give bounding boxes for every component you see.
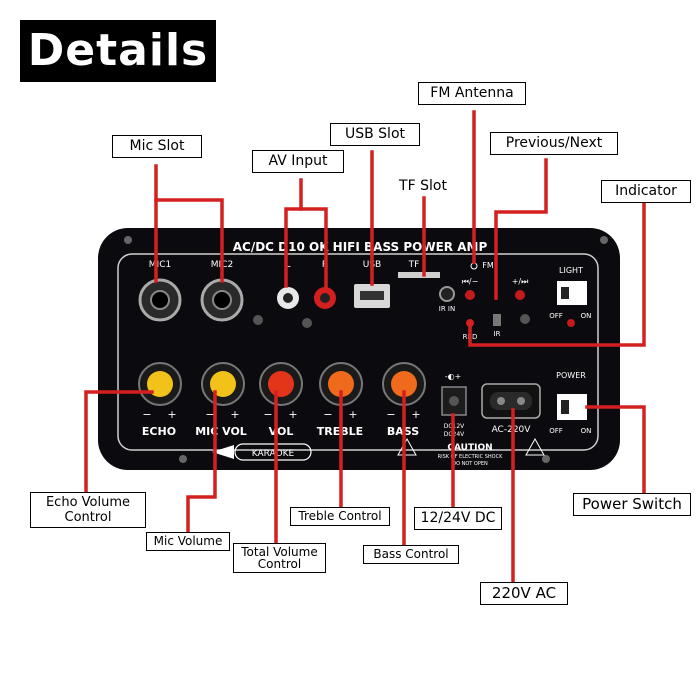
label-treble-control: Treble Control bbox=[290, 507, 390, 526]
label-220v-ac: 220V AC bbox=[480, 582, 568, 605]
karaoke-label: KARAOKE bbox=[252, 449, 295, 459]
svg-text:+: + bbox=[411, 408, 420, 421]
light-off-label: OFF bbox=[549, 312, 563, 320]
bass-knob bbox=[382, 362, 426, 406]
svg-text:+: + bbox=[288, 408, 297, 421]
svg-text:−: − bbox=[205, 408, 214, 421]
label-12-24v-dc: 12/24V DC bbox=[414, 507, 502, 530]
ir-label: IR bbox=[494, 330, 501, 338]
treble-knob bbox=[319, 362, 363, 406]
power-on-label: ON bbox=[581, 427, 592, 435]
page-title: Details bbox=[20, 20, 216, 82]
label-power-switch: Power Switch bbox=[573, 493, 691, 516]
svg-text:−: − bbox=[263, 408, 272, 421]
echo-board-label: ECHO bbox=[142, 425, 176, 438]
label-bass-control: Bass Control bbox=[363, 545, 459, 564]
label-echo-volume-control: Echo Volume Control bbox=[30, 492, 146, 528]
leader-av-input bbox=[284, 178, 303, 288]
label-fm-antenna: FM Antenna bbox=[418, 82, 526, 105]
label-indicator: Indicator bbox=[601, 180, 691, 203]
screw-bottom-left bbox=[179, 455, 187, 463]
label-total-volume-control: Total Volume Control bbox=[233, 543, 326, 573]
svg-text:-◐+: -◐+ bbox=[445, 372, 462, 381]
ir-in-jack bbox=[439, 286, 455, 302]
caution-sub-1: RISK OF ELECTRIC SHOCK bbox=[438, 454, 503, 460]
label-mic-slot: Mic Slot bbox=[112, 135, 202, 158]
screw-top-left bbox=[124, 236, 132, 244]
light-on-label: ON bbox=[581, 312, 592, 320]
prev-label: ⏮/− bbox=[462, 277, 479, 286]
av-l-label: L bbox=[285, 260, 290, 270]
echo-knob bbox=[138, 362, 182, 406]
screw-top-right bbox=[600, 236, 608, 244]
leader-echo bbox=[84, 390, 154, 494]
board-inner-frame bbox=[117, 253, 599, 451]
svg-text:−: − bbox=[323, 408, 332, 421]
vol-knob bbox=[259, 362, 303, 406]
power-off-label: OFF bbox=[549, 427, 563, 435]
caution-label: CAUTION bbox=[447, 443, 492, 453]
fm-label: FM bbox=[482, 261, 494, 270]
mic-vol-board-label: MIC VOL bbox=[195, 425, 247, 438]
leader-indicator bbox=[468, 202, 646, 347]
leader-mic-volume bbox=[186, 390, 217, 534]
prev-button bbox=[465, 290, 475, 300]
svg-text:+: + bbox=[348, 408, 357, 421]
leader-power-switch bbox=[585, 405, 646, 495]
screw-bottom-right bbox=[542, 455, 550, 463]
mic-vol-knob bbox=[201, 362, 245, 406]
indicator-led bbox=[466, 319, 474, 327]
leader-mic-slot bbox=[154, 164, 224, 283]
ir-in-label: IR IN bbox=[439, 305, 455, 313]
label-tf-slot: TF Slot bbox=[399, 178, 447, 194]
label-mic-volume: Mic Volume bbox=[146, 532, 230, 551]
tf-slot bbox=[398, 272, 440, 278]
ir-receiver bbox=[493, 314, 501, 326]
svg-text:+: + bbox=[167, 408, 176, 421]
label-av-input: AV Input bbox=[252, 150, 344, 173]
svg-text:−: − bbox=[386, 408, 395, 421]
leader-previous-next bbox=[494, 158, 548, 300]
svg-text:−: − bbox=[142, 408, 151, 421]
svg-text:+: + bbox=[230, 408, 239, 421]
mic1-label: MIC1 bbox=[149, 260, 171, 270]
caution-sub-2: DO NOT OPEN bbox=[452, 461, 488, 467]
karaoke-badge bbox=[234, 443, 312, 461]
light-label: LIGHT bbox=[559, 266, 583, 275]
tf-label: TF bbox=[408, 260, 420, 270]
label-previous-next: Previous/Next bbox=[490, 132, 618, 155]
power-label: POWER bbox=[556, 371, 586, 380]
label-usb-slot: USB Slot bbox=[330, 123, 420, 146]
next-button bbox=[515, 290, 525, 300]
next-label: +/⏭ bbox=[512, 277, 529, 286]
